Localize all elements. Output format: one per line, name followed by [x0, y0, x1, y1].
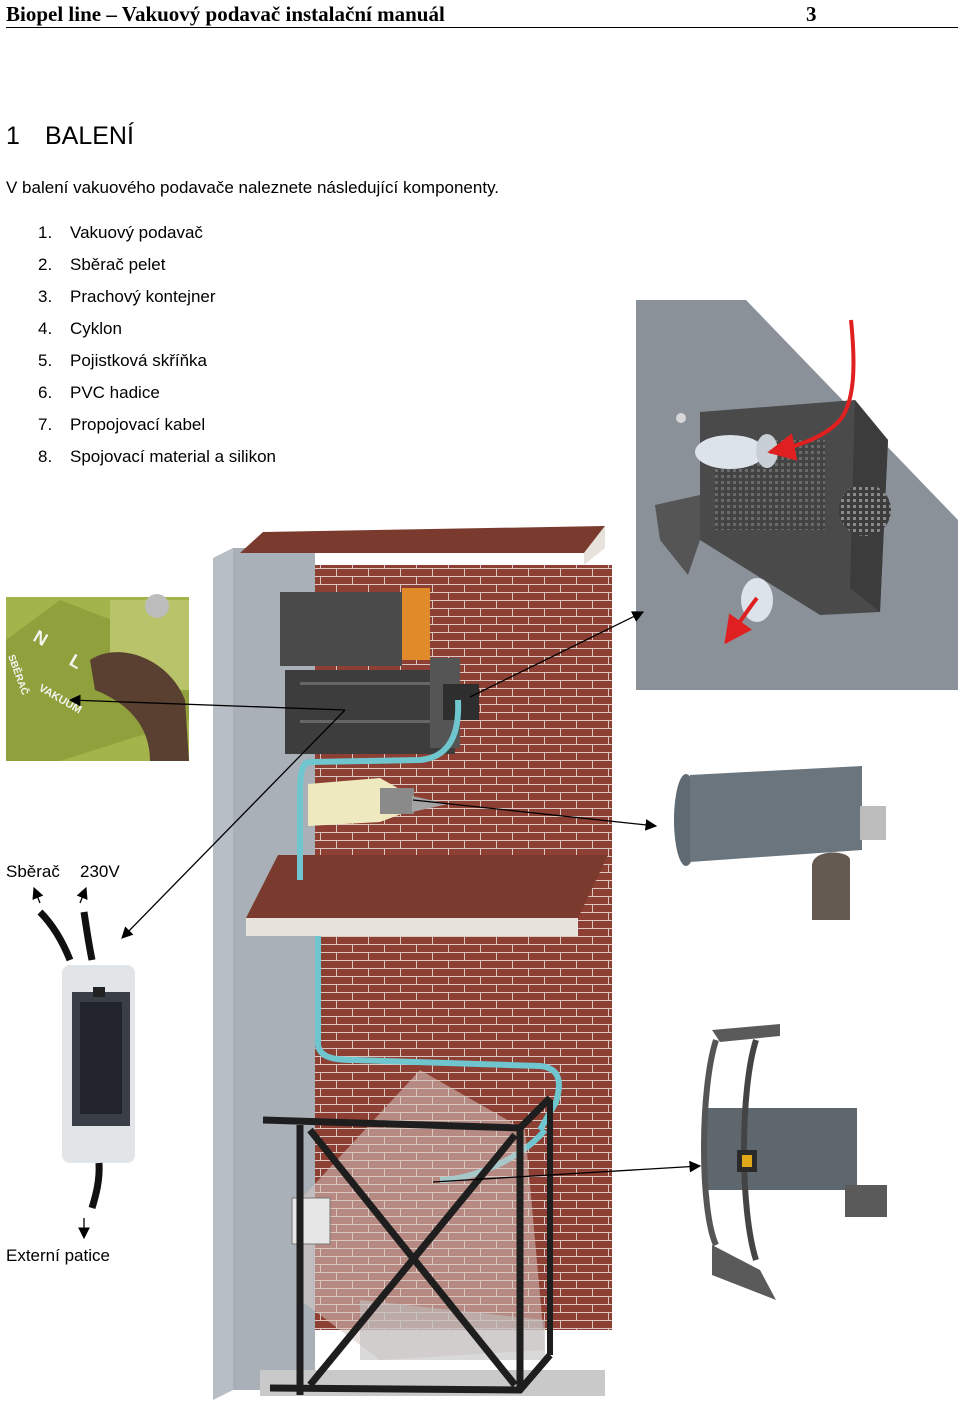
list-item: 5.Pojistková skříňka	[38, 351, 207, 370]
cyclone	[308, 778, 448, 826]
label-external-socket: Externí patice	[6, 1246, 110, 1265]
leader-fuse-box	[121, 709, 346, 939]
wall-side	[213, 548, 233, 1400]
boiler	[280, 588, 460, 754]
pellet-collector-render	[674, 766, 886, 920]
list-item: 4.Cyklon	[38, 319, 122, 338]
middle-floor-slab	[246, 855, 608, 918]
leader-pellet-collector	[412, 799, 658, 831]
leader-vacuum-feeder	[469, 611, 645, 698]
section-number: 1	[6, 122, 20, 150]
document-title: Biopel line – Vakuový podavač instalační…	[6, 2, 445, 26]
section-title: BALENÍ	[45, 122, 134, 150]
upper-ceiling-edge	[584, 526, 605, 565]
arrow-230v	[76, 886, 88, 904]
cyclone-render	[701, 1024, 887, 1300]
arrow-collector	[32, 886, 44, 904]
fuse-box-photo	[37, 909, 135, 1210]
label-230v: 230V	[80, 862, 120, 881]
list-item: 6.PVC hadice	[38, 383, 160, 402]
leader-terminal	[68, 694, 346, 711]
section-heading: 1 BALENÍ	[6, 122, 134, 151]
red-arrow-outlet	[724, 596, 759, 645]
dust-container-stand	[262, 1070, 553, 1395]
list-item: 2.Sběrač pelet	[38, 255, 166, 274]
component-list: 1.Vakuový podavač 2.Sběrač pelet 3.Prach…	[38, 222, 276, 478]
red-arrow-inlet	[767, 319, 856, 461]
page-header: Biopel line – Vakuový podavač instalační…	[6, 0, 958, 28]
upper-ceiling-slab	[240, 526, 605, 553]
vacuum-feeder-render	[636, 300, 958, 690]
terminal-block-photo: N L SBĚRAČ VAKUUM	[5, 594, 189, 761]
list-item: 8.Spojovací material a silikon	[38, 447, 276, 466]
leader-cyclone	[432, 1160, 702, 1183]
page-number: 3	[806, 2, 817, 26]
middle-floor-edge	[246, 918, 578, 936]
label-collector: Sběrač	[6, 862, 60, 881]
list-item: 3.Prachový kontejner	[38, 287, 216, 306]
intro-paragraph: V balení vakuového podavače naleznete ná…	[6, 178, 500, 197]
list-item: 7.Propojovací kabel	[38, 415, 206, 434]
list-item: 1.Vakuový podavač	[38, 223, 203, 242]
